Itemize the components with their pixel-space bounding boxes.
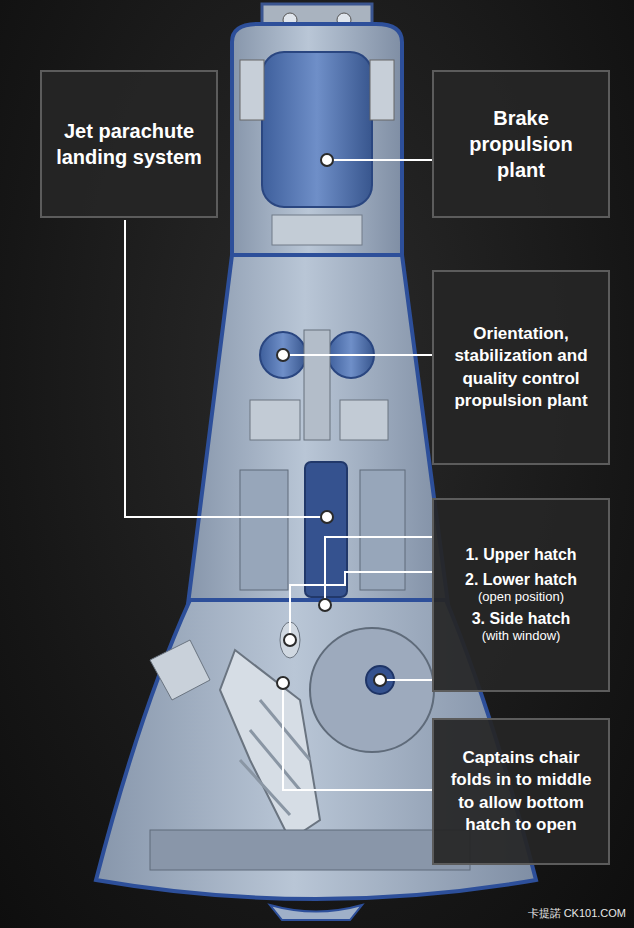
- leader-line: [327, 159, 432, 161]
- leader-line: [283, 683, 432, 790]
- leader-line: [125, 220, 327, 517]
- watermark: 卡提諾 CK101.COM: [528, 906, 626, 921]
- callout-text: Captains chair folds in to middle to all…: [446, 747, 596, 835]
- valve-column: [304, 330, 330, 440]
- engine-part: [370, 60, 394, 120]
- callout-dot: [374, 674, 386, 686]
- callout-box: 1. Upper hatch 2. Lower hatch(open positi…: [432, 498, 610, 692]
- floor-equipment: [150, 830, 470, 870]
- engine-part: [272, 215, 362, 245]
- callout-box: Captains chair folds in to middle to all…: [432, 718, 610, 865]
- engine-part: [340, 400, 388, 440]
- callout-text: 3. Side hatch: [472, 609, 571, 630]
- brake-tank: [262, 52, 372, 207]
- chair-ribs: [240, 700, 310, 815]
- callout-text: Brake propulsion plant: [446, 105, 596, 183]
- callout-box: Brake propulsion plant: [432, 70, 610, 218]
- callout-dot: [277, 677, 289, 689]
- leader-line: [290, 572, 432, 640]
- leader-lines: [125, 160, 432, 790]
- callout-text: 2. Lower hatch: [465, 570, 577, 591]
- callout-dot: [321, 511, 333, 523]
- engine-part: [250, 400, 300, 440]
- cabin-sphere: [310, 628, 434, 752]
- callout-dot: [284, 634, 296, 646]
- parachute-can: [240, 470, 288, 590]
- callout-text: Jet parachute landing system: [54, 118, 204, 170]
- leader-line: [380, 679, 432, 681]
- callout-dot: [321, 154, 333, 166]
- callout-dots: [277, 154, 386, 689]
- engine-part: [240, 60, 264, 120]
- callout-text: Orientation, stabilization and quality c…: [446, 323, 596, 411]
- bottom-hatch: [270, 905, 362, 920]
- callout-dot: [319, 599, 331, 611]
- callout-text: (with window): [482, 628, 561, 645]
- callout-box: Jet parachute landing system: [40, 70, 218, 218]
- callout-dot: [277, 349, 289, 361]
- callout-text: 1. Upper hatch: [465, 545, 576, 566]
- upper-module: [232, 24, 402, 262]
- side-hatch-cover: [150, 640, 210, 700]
- captain-chair: [220, 650, 320, 840]
- callout-text: (open position): [478, 589, 564, 606]
- leader-line: [283, 354, 432, 356]
- instrument-cone: [188, 255, 448, 604]
- callout-box: Orientation, stabilization and quality c…: [432, 270, 610, 465]
